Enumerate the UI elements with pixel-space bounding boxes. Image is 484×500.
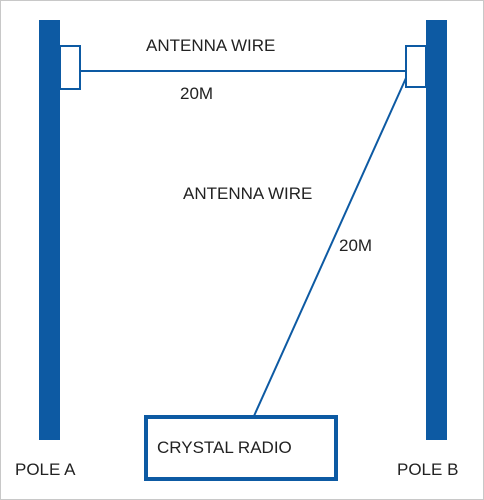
top-wire-label: ANTENNA WIRE <box>146 36 276 55</box>
diagonal-wire-length-label: 20M <box>339 236 373 255</box>
insulator-pole-b <box>405 45 427 88</box>
antenna-wire-diagonal <box>253 77 407 417</box>
pole-b <box>426 20 447 440</box>
crystal-radio-label: CRYSTAL RADIO <box>157 438 292 457</box>
crystal-radio-box <box>144 415 338 481</box>
pole-a <box>39 20 60 440</box>
pole-a-label: POLE A <box>15 460 76 479</box>
top-wire-length-label: 20M <box>180 84 214 103</box>
pole-b-label: POLE B <box>397 460 459 479</box>
diagonal-wire-label: ANTENNA WIRE <box>183 184 313 203</box>
insulator-pole-a <box>59 45 81 90</box>
